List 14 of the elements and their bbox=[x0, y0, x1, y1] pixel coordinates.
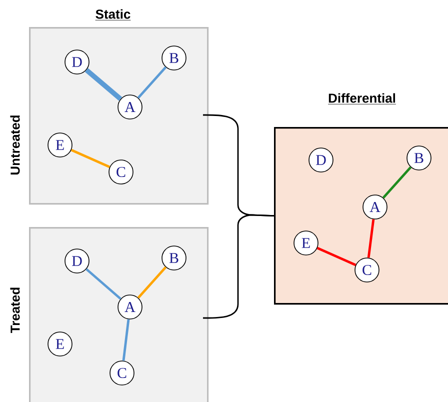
edge-line bbox=[382, 166, 412, 199]
edge-line bbox=[86, 268, 122, 300]
edge-line bbox=[122, 319, 130, 361]
edge-line bbox=[137, 66, 167, 99]
edge-line bbox=[70, 148, 110, 168]
edge-line bbox=[316, 246, 356, 266]
panel-heading: Static bbox=[95, 9, 131, 20]
row-label: Treated bbox=[10, 288, 20, 333]
bracket-line bbox=[203, 214, 274, 319]
row-label: Untreated bbox=[10, 116, 20, 175]
edge-line bbox=[84, 68, 122, 101]
edge-line bbox=[137, 266, 167, 299]
edge-line bbox=[367, 219, 375, 258]
panel-heading: Differential bbox=[328, 93, 396, 104]
